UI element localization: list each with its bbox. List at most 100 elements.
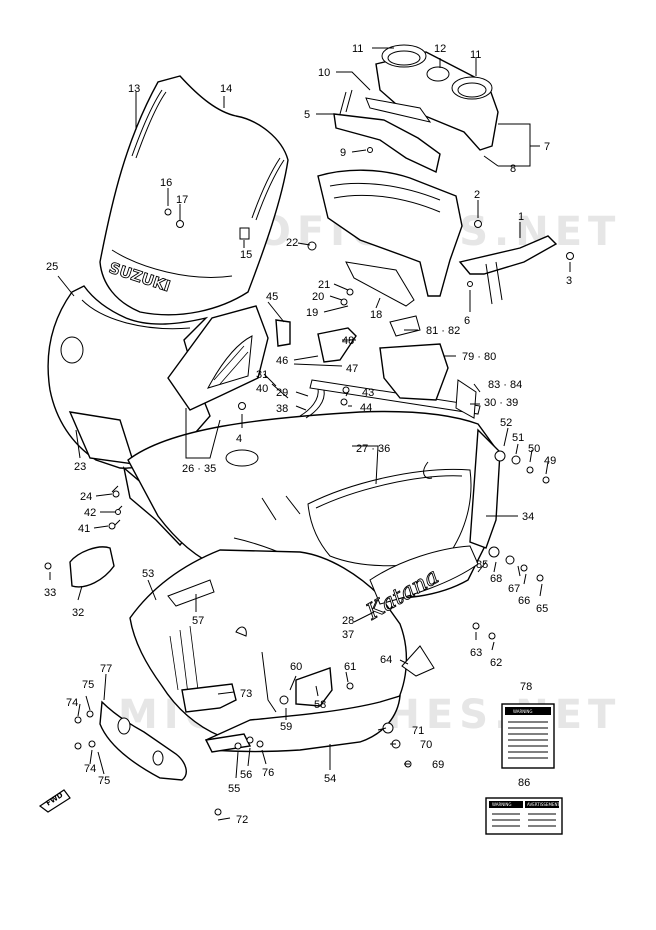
inner-liner-part [379,315,449,401]
callout-85: 85 [476,559,488,571]
warning-label-78: WARNING [501,703,555,769]
svg-text:AVERTISSEMENT: AVERTISSEMENT [527,802,560,807]
callout-11: 11 [470,49,481,61]
callout-7: 7 [544,141,550,153]
callout-59: 59 [280,721,292,733]
callout-45: 45 [266,291,278,303]
callout-49: 49 [544,455,556,467]
windscreen-part: SUZUKI [99,75,289,316]
callout-16: 16 [160,177,172,189]
callout-10: 10 [318,67,330,79]
callout-73: 73 [240,688,252,700]
callout-1: 1 [518,211,524,223]
callout-43: 43 [362,387,374,399]
callout-79-80: 79 · 80 [462,351,496,363]
callout-24: 24 [80,491,92,503]
inner-panel-part [167,305,269,411]
callout-66: 66 [518,595,530,607]
callout-54: 54 [324,773,336,785]
callout-78: 78 [520,681,532,693]
callout-15: 15 [240,249,252,261]
callout-34: 34 [522,511,534,523]
mirror-bracket-part [275,319,357,363]
callout-3: 3 [566,275,572,287]
callout-74: 74 [84,763,96,775]
meter-panel-part [365,44,499,151]
callout-42: 42 [84,507,96,519]
callout-67: 67 [508,583,520,595]
callout-83-84: 83 · 84 [488,379,522,391]
callout-13: 13 [128,83,140,95]
callout-68: 68 [490,573,502,585]
callout-70: 70 [420,739,432,751]
callout-29: 29 [276,387,288,399]
callout-19: 19 [306,307,318,319]
callout-40: 40 [256,383,268,395]
lower-fin-part [99,700,187,781]
callout-9: 9 [340,147,346,159]
callout-65: 65 [536,603,548,615]
callout-50: 50 [528,443,540,455]
callout-47: 47 [346,363,358,375]
callout-57: 57 [192,615,204,627]
right-panel-part [469,428,501,549]
callout-37: 37 [342,629,354,641]
callout-48: 48 [342,335,354,347]
callout-41: 41 [78,523,90,535]
callout-28: 28 [342,615,354,627]
callout-27-36: 27 · 36 [356,443,390,455]
hose-part [299,387,325,419]
callout-33: 33 [44,587,56,599]
meter-stay-part [333,89,441,174]
callout-77: 77 [100,663,112,675]
leader-lines [49,47,571,821]
callout-38: 38 [276,403,288,415]
callout-46: 46 [276,355,288,367]
callout-74: 74 [66,697,78,709]
callout-76: 76 [262,767,274,779]
callout-17: 17 [176,194,188,206]
callout-51: 51 [512,432,524,444]
callout-75: 75 [82,679,94,691]
callout-14: 14 [220,83,232,95]
callout-32: 32 [72,607,84,619]
lower-brackets-part [181,667,333,753]
callout-labels: 11 12 11 10 13 14 5 9 7 8 2 16 17 1 22 1… [44,43,572,826]
callout-4: 4 [236,433,242,445]
callout-86: 86 [518,777,530,789]
callout-69: 69 [432,759,444,771]
callout-71: 71 [412,725,424,737]
callout-25: 25 [46,261,58,273]
callout-12: 12 [434,43,446,55]
callout-6: 6 [464,315,470,327]
svg-text:WARNING: WARNING [492,802,512,807]
callout-52: 52 [500,417,512,429]
callout-61: 61 [344,661,356,673]
side-strip-part [455,379,477,419]
callout-55: 55 [228,783,240,795]
callout-53: 53 [142,568,154,580]
callout-22: 22 [286,237,298,249]
callout-64: 64 [380,654,392,666]
fairing-brace-part [317,169,558,307]
callout-26-35: 26 · 35 [182,463,216,475]
callout-30-39: 30 · 39 [484,397,518,409]
fwd-arrow-icon: FWD [38,789,71,813]
callout-81-82: 81 · 82 [426,325,460,337]
callout-58: 58 [314,699,326,711]
svg-text:WARNING: WARNING [513,709,533,714]
callout-23: 23 [74,461,86,473]
callout-72: 72 [236,814,248,826]
fasteners-part [44,147,574,816]
callout-11: 11 [352,43,363,55]
lower-right-bracket-part [401,645,435,677]
callout-18: 18 [370,309,382,321]
callout-62: 62 [490,657,502,669]
callout-21: 21 [318,279,330,291]
callout-2: 2 [474,189,480,201]
callout-5: 5 [304,109,310,121]
callout-56: 56 [240,769,252,781]
callout-60: 60 [290,661,302,673]
cover-plate-part [69,546,115,588]
